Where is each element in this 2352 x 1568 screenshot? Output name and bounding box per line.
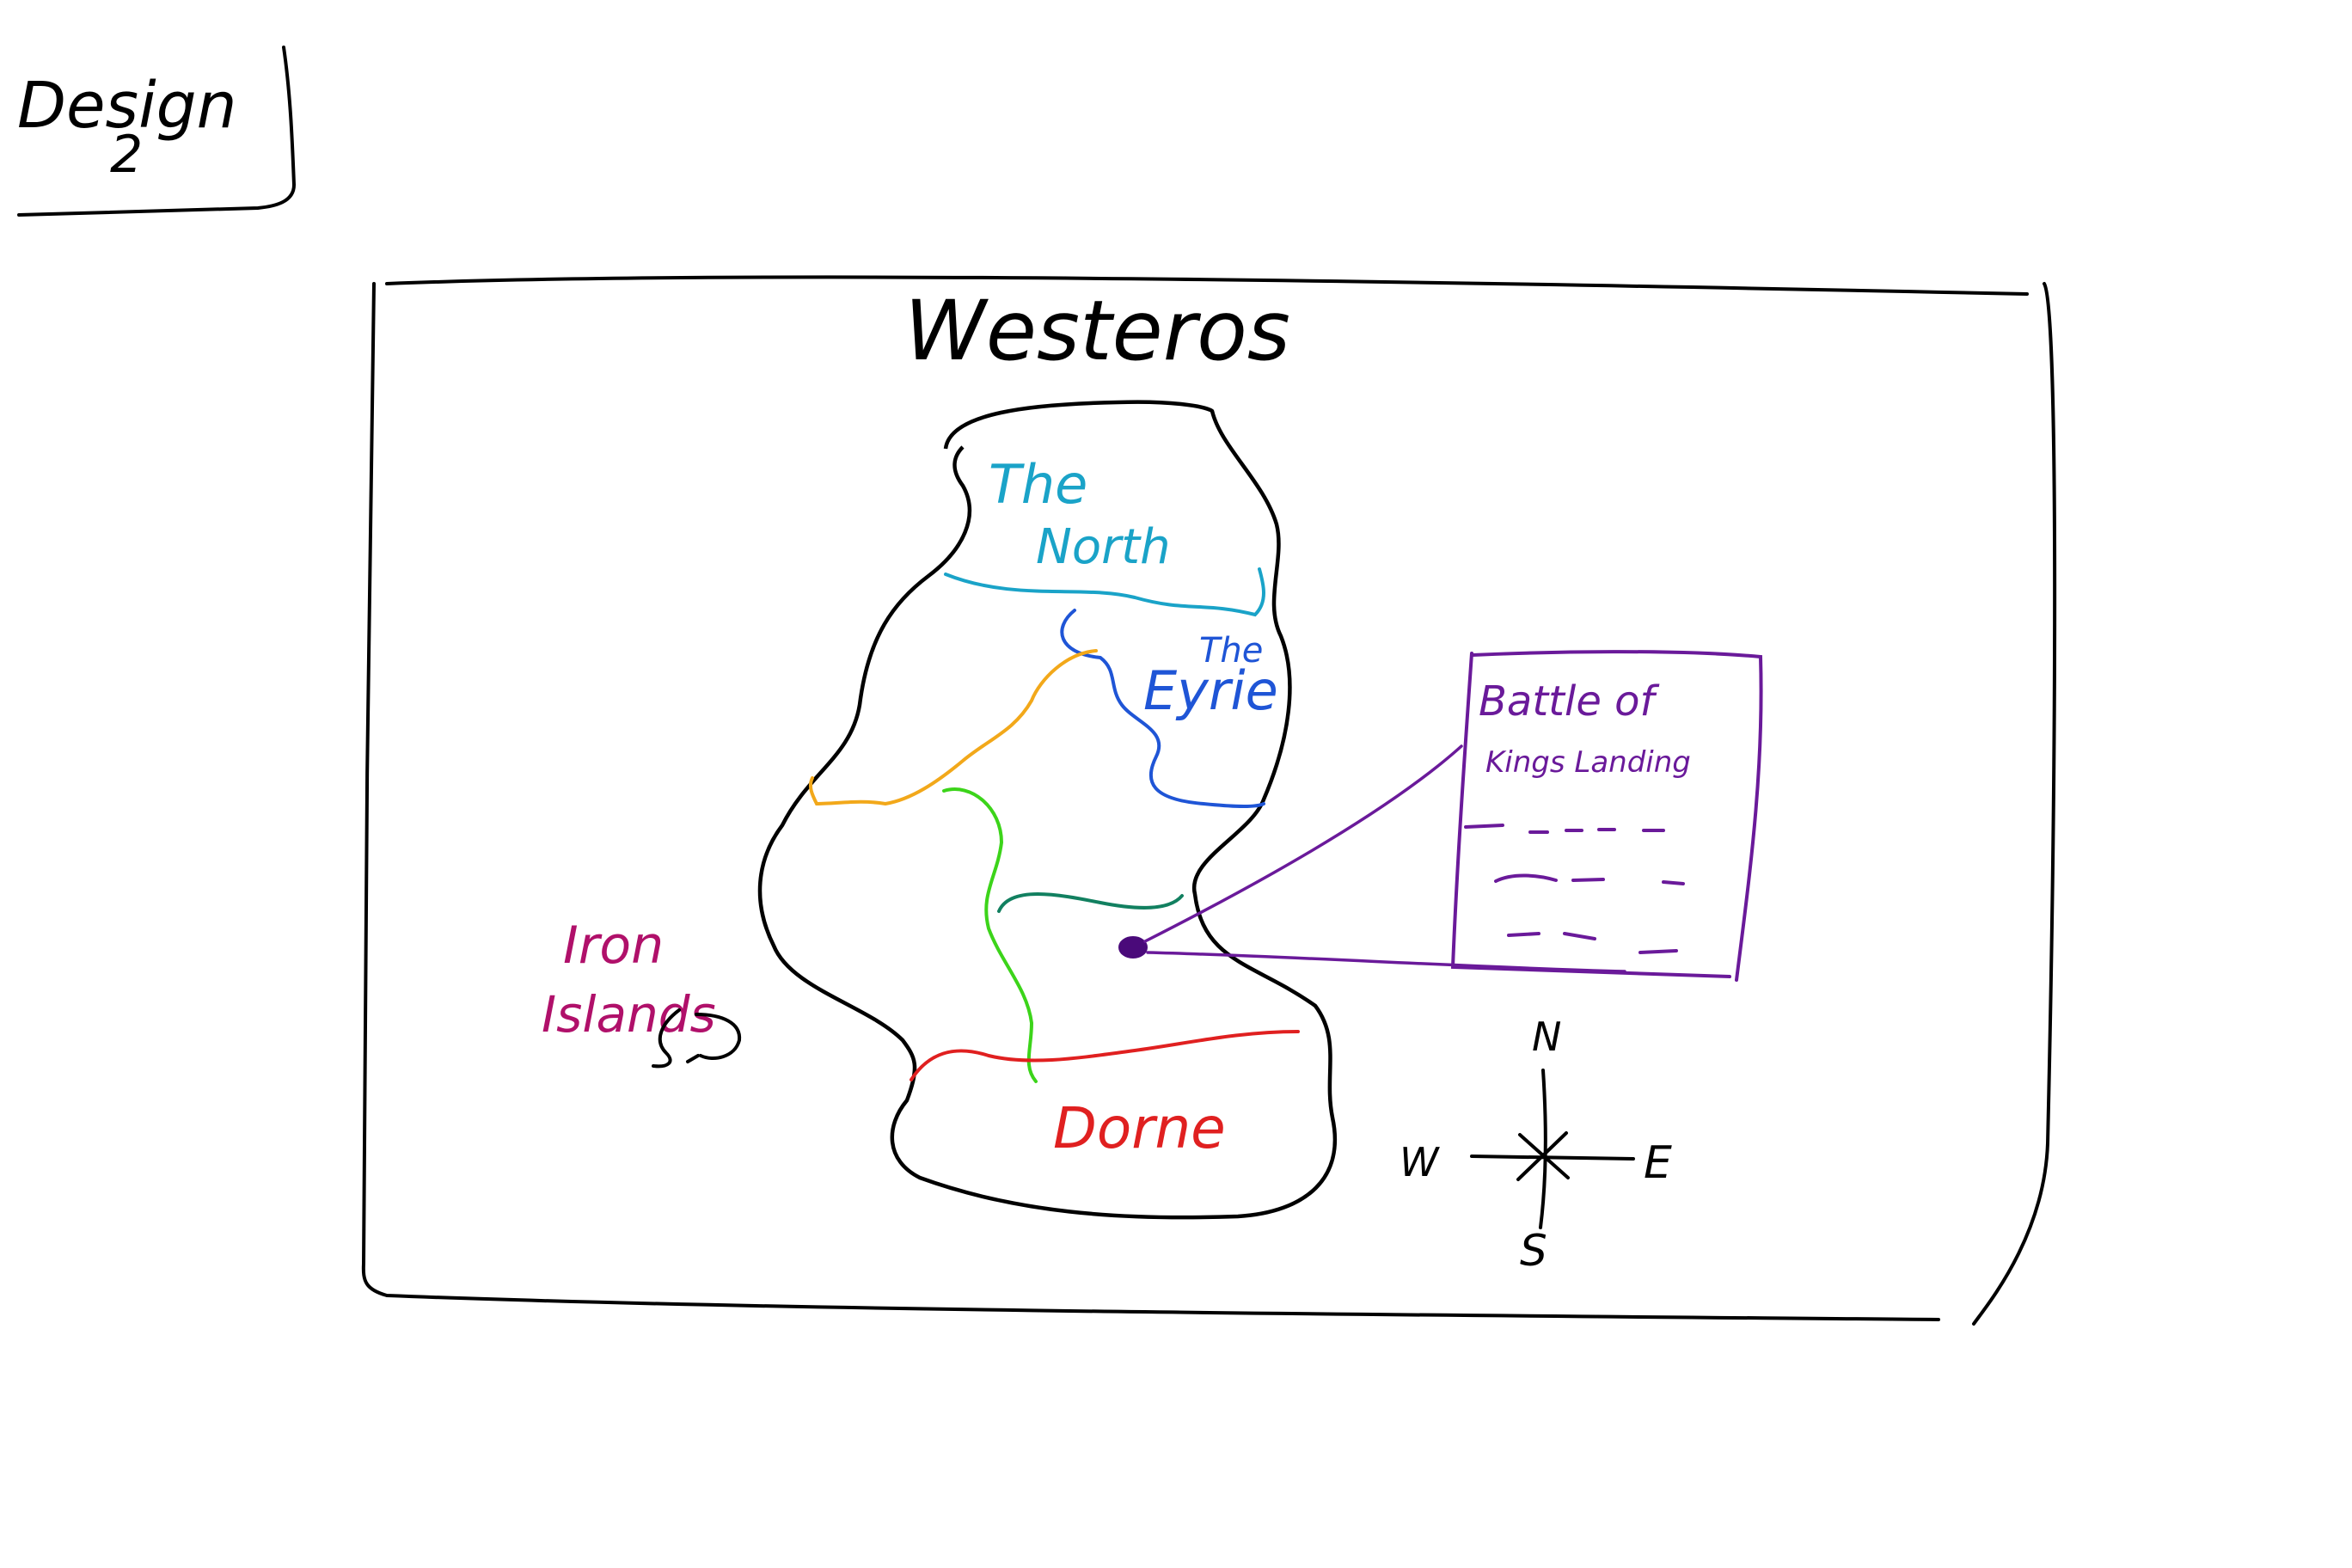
region-label-north-line1: The (989, 453, 1087, 516)
design-label-line1: Design (17, 69, 237, 143)
region-label-dorne: Dorne (1053, 1095, 1226, 1161)
compass-s: S (1520, 1226, 1547, 1276)
region-label-iron-islands-line1: Iron (563, 916, 664, 976)
compass-n: N (1532, 1014, 1561, 1060)
callout-connector (1143, 744, 1626, 973)
map-frame (361, 275, 2057, 1326)
design-label: Design 2 (17, 46, 297, 217)
compass-rose: N S E W (1400, 1014, 1672, 1276)
callout-title-line2: Kings Landing (1485, 745, 1691, 780)
teal-border (997, 892, 1184, 913)
lime-border (942, 787, 1038, 1083)
region-label-north-line2: North (1036, 519, 1171, 575)
map-title: Westeros (904, 283, 1290, 379)
region-label-iron-islands-line2: Islands (542, 985, 716, 1044)
callout-title-line1: Battle of (1479, 677, 1659, 726)
compass-e: E (1644, 1137, 1672, 1189)
iron-islands-shape (652, 1008, 742, 1069)
design-label-line2: 2 (110, 125, 143, 185)
battle-callout-card[interactable]: Battle of Kings Landing (1450, 650, 1763, 982)
region-label-eyrie-line2: Eyrie (1143, 659, 1278, 722)
north-border (944, 567, 1265, 617)
compass-w: W (1400, 1139, 1440, 1185)
orange-border (808, 649, 1098, 806)
dorne-border (910, 1030, 1300, 1081)
westeros-outline (757, 400, 1338, 1220)
callout-placeholder-text (1464, 824, 1685, 954)
battle-marker[interactable] (1118, 936, 1148, 959)
region-label-eyrie-line1: The (1199, 631, 1263, 671)
